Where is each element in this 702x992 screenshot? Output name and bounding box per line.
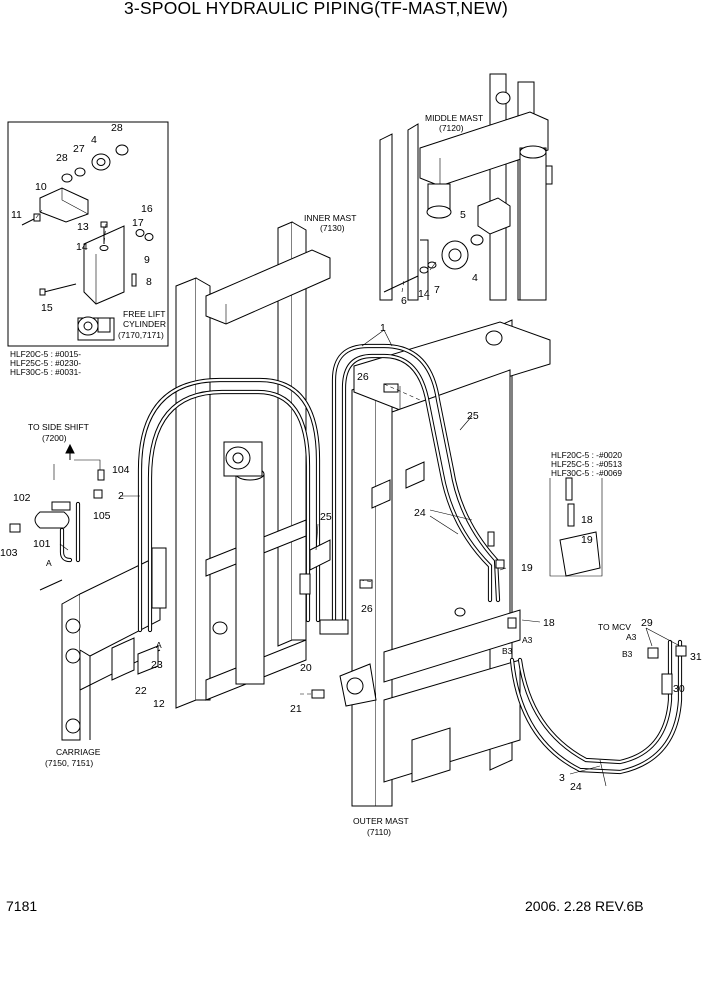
callout-19b: 19 [521,562,533,574]
carriage [39,547,167,741]
side-shift-label: TO SIDE SHIFT [28,422,89,432]
callout-16: 16 [141,203,153,215]
pin-part-8 [131,273,137,287]
outer-mast [339,319,551,807]
callout-105: 105 [93,510,111,522]
callout-12: 12 [153,698,165,710]
callout-3: 3 [559,772,565,784]
callout-4b: 4 [472,272,478,284]
callout-101: 101 [33,538,51,550]
callout-103: 103 [0,547,18,559]
callout-9: 9 [144,254,150,266]
callout-21: 21 [290,703,302,715]
to-mcv-label: TO MCV [598,622,631,632]
callout-4a: 4 [91,134,97,146]
carriage-label: CARRIAGE [56,747,101,757]
fittings [299,383,517,699]
washer-part-27 [74,167,86,177]
side-shift-no: (7200) [42,433,67,443]
inner-mast-no: (7130) [320,223,345,233]
callout-13: 13 [77,221,89,233]
serial-left-1: HLF25C-5 : #0230- [10,358,81,368]
callout-24b: 24 [570,781,582,793]
callout-7: 7 [434,284,440,296]
callout-25b: 25 [320,511,332,523]
free-lift-label-2: CYLINDER [123,319,166,329]
serial-right-2: HLF30C-5 : -#0069 [551,468,622,478]
free-lift-inset [7,121,169,347]
serial-inset-right [549,477,603,577]
carriage-no: (7150, 7151) [45,758,93,768]
nut-part-17 [135,229,145,237]
page-number: 7181 [6,898,38,914]
bracket-part-10 [39,187,89,223]
callout-10: 10 [35,181,47,193]
outer-mast-label: OUTER MAST [353,816,409,826]
hose-routes [137,343,687,787]
callout-17: 17 [132,217,144,229]
leader-lines [35,209,681,775]
callout-18b: 18 [543,617,555,629]
callout-2: 2 [118,490,124,502]
callout-18a: 18 [581,514,593,526]
callout-27: 27 [73,143,85,155]
outer-mast-no: (7110) [367,827,391,837]
callout-25a: 25 [467,410,479,422]
callout-1: 1 [380,322,386,334]
port-a3-mcv: A3 [626,632,637,642]
serial-left-0: HLF20C-5 : #0015- [10,349,81,359]
washer-part-14 [99,245,109,251]
label-a-left: A [46,558,52,568]
cap-part-28 [115,144,129,156]
side-shift-fittings [9,443,105,563]
bolt-part-6 [383,275,419,293]
callout-102: 102 [13,492,31,504]
callout-31: 31 [690,651,702,663]
free-lift-label-no: (7170,7171) [118,330,164,340]
callout-15: 15 [41,302,53,314]
callout-23: 23 [151,659,163,671]
middle-mast [379,73,553,301]
inner-mast-label: INNER MAST [304,213,356,223]
port-b3-mcv: B3 [622,649,633,659]
callout-20: 20 [300,662,312,674]
callout-8: 8 [146,276,152,288]
callout-30: 30 [673,683,685,695]
callout-14b: 14 [418,288,430,300]
washer-part-28 [61,173,73,183]
serial-right-1: HLF25C-5 : -#0513 [551,459,622,469]
label-a-carriage: A [156,640,162,650]
serial-left-2: HLF30C-5 : #0031- [10,367,81,377]
callout-14a: 14 [76,241,88,253]
revision-date: 2006. 2.28 REV.6B [525,898,644,914]
callout-6: 6 [401,295,407,307]
port-b3: B3 [502,646,513,656]
inset-frame [7,121,169,347]
nut-part-16 [144,233,154,241]
inner-mast [175,221,331,709]
plate-part-9 [83,225,125,305]
callout-19a: 19 [581,534,593,546]
callout-28a: 28 [111,122,123,134]
cap-part-5 [470,234,484,246]
free-lift-label-1: FREE LIFT [123,309,166,319]
callout-24a: 24 [414,507,426,519]
middle-mast-label: MIDDLE MAST [425,113,483,123]
middle-mast-no: (7120) [439,123,464,133]
port-a3: A3 [522,635,533,645]
callout-22: 22 [135,685,147,697]
callout-26b: 26 [361,603,373,615]
callout-28b: 28 [56,152,68,164]
callout-104: 104 [112,464,130,476]
callout-26a: 26 [357,371,369,383]
page-title: 3-SPOOL HYDRAULIC PIPING(TF-MAST,NEW) [124,0,509,18]
callout-29: 29 [641,617,653,629]
bolt-part-15 [43,283,77,293]
callout-11: 11 [11,209,22,221]
callout-5: 5 [460,209,466,221]
serial-right-0: HLF20C-5 : -#0020 [551,450,622,460]
